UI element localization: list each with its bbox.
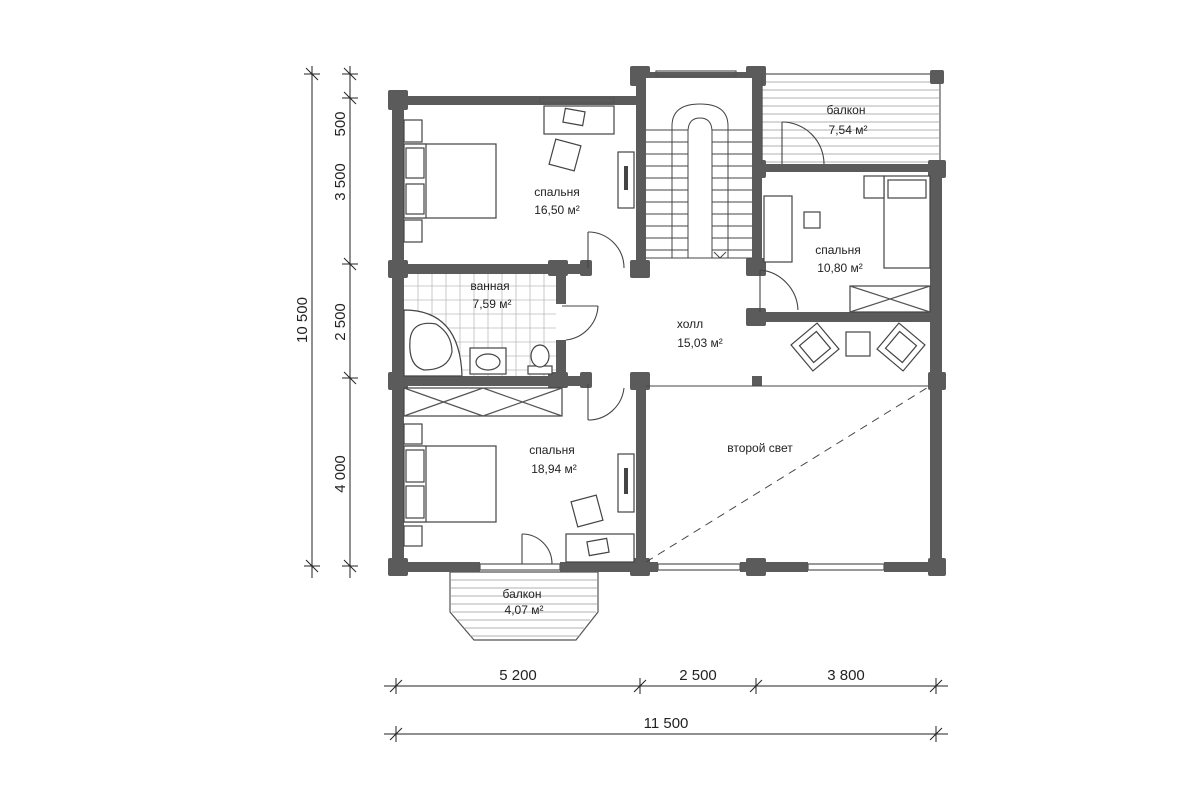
dim-bottom-seg-1: 5 200 [499, 667, 537, 684]
dim-left-seg-4: 4 000 [332, 455, 349, 493]
label-bedroom-bottom-name: спальня [529, 443, 575, 457]
dim-left-seg-1: 500 [332, 111, 349, 136]
label-bathroom-name: ванная [470, 279, 509, 293]
room-labels: спальня 16,50 м² ванная 7,59 м² холл 15,… [470, 103, 867, 617]
label-bedroom-top-area: 16,50 м² [534, 203, 580, 217]
second-light-void [645, 385, 931, 563]
label-bedroom-right-area: 10,80 м² [817, 261, 863, 275]
doors [521, 121, 825, 565]
label-balcony-top-name: балкон [827, 103, 866, 117]
dim-left-seg-2: 3 500 [332, 163, 349, 201]
hall-furniture [790, 322, 926, 372]
walls [388, 66, 946, 576]
bedroom-right-furniture [763, 175, 931, 313]
dim-bottom-total: 11 500 [644, 715, 689, 732]
balcony-top [761, 73, 941, 167]
staircase [646, 78, 752, 259]
bedroom-bottom-furniture [403, 387, 635, 563]
bedroom-top-furniture [403, 105, 635, 243]
label-balcony-bottom-area: 4,07 м² [505, 603, 544, 617]
label-bathroom-area: 7,59 м² [473, 297, 512, 311]
label-hall-area: 15,03 м² [677, 336, 723, 350]
label-hall-name: холл [677, 317, 703, 331]
dim-bottom-seg-2: 2 500 [679, 667, 717, 684]
dim-left-seg-3: 2 500 [332, 303, 349, 341]
label-second-light: второй свет [727, 441, 793, 455]
bathroom-fixtures [403, 309, 553, 377]
label-balcony-bottom-name: балкон [503, 587, 542, 601]
dimension-bottom: 5 200 2 500 3 800 11 500 [384, 667, 948, 742]
dimension-left: 500 3 500 2 500 4 000 10 500 [294, 66, 358, 578]
dim-bottom-seg-3: 3 800 [827, 667, 865, 684]
label-bedroom-top-name: спальня [534, 185, 580, 199]
label-bedroom-bottom-area: 18,94 м² [531, 462, 577, 476]
label-balcony-top-area: 7,54 м² [829, 123, 868, 137]
dim-left-total: 10 500 [294, 297, 311, 343]
windows [479, 70, 885, 571]
label-bedroom-right-name: спальня [815, 243, 861, 257]
